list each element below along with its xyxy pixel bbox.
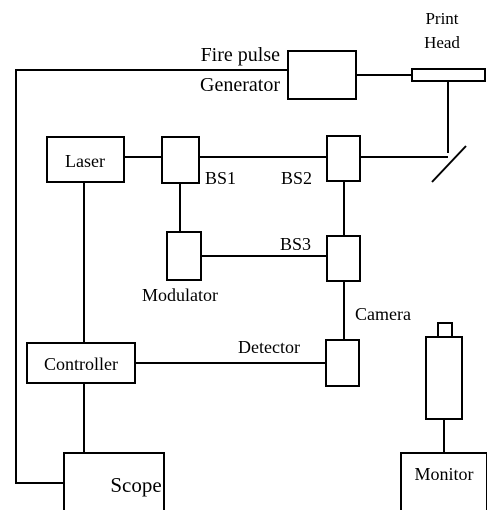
fire-pulse-generator-box bbox=[287, 50, 357, 100]
fire-pulse-label-line2: Generator bbox=[200, 74, 280, 96]
modulator-box bbox=[166, 231, 202, 281]
camera-lens-box bbox=[437, 322, 453, 338]
bs2-box bbox=[326, 135, 361, 182]
laser-label: Laser bbox=[65, 151, 105, 171]
bs1-label: BS1 bbox=[205, 168, 236, 188]
mirror bbox=[431, 145, 467, 183]
print-head-box bbox=[411, 68, 486, 82]
scope-box bbox=[63, 452, 165, 510]
bs3-label: BS3 bbox=[280, 234, 311, 254]
detector-box bbox=[325, 339, 360, 387]
print-head-label-line2: Head bbox=[424, 33, 460, 52]
bs3-box bbox=[326, 235, 361, 282]
laser-box bbox=[46, 136, 125, 183]
detector-label: Detector bbox=[238, 337, 300, 357]
bs1-box bbox=[161, 136, 200, 184]
camera-label: Camera bbox=[355, 304, 411, 324]
wire-scope-to-fire-pulse bbox=[15, 69, 288, 484]
controller-label: Controller bbox=[44, 354, 118, 374]
monitor-box bbox=[400, 452, 487, 510]
scope-label: Scope bbox=[110, 473, 161, 497]
monitor-label: Monitor bbox=[414, 464, 473, 484]
print-head-label-line1: Print bbox=[425, 9, 458, 28]
camera-body-box bbox=[425, 336, 463, 420]
fire-pulse-label-line1: Fire pulse bbox=[201, 44, 281, 66]
controller-box bbox=[26, 342, 136, 384]
bs2-label: BS2 bbox=[281, 168, 312, 188]
modulator-label: Modulator bbox=[142, 285, 218, 305]
